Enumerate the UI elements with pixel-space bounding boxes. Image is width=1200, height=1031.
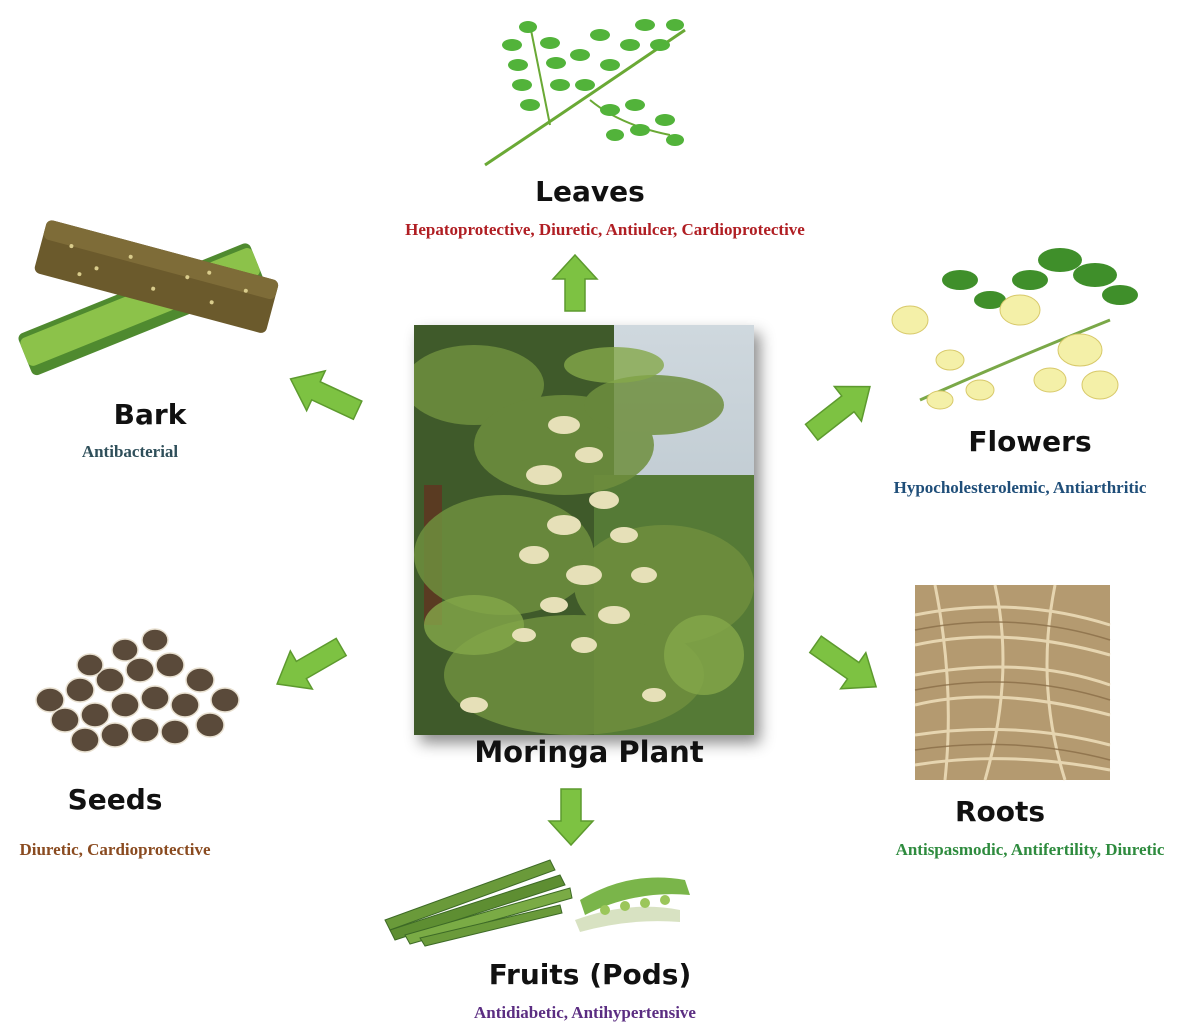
bark-properties: Antibacterial (81, 442, 179, 461)
bark-image (18, 220, 279, 376)
leaves-image (484, 19, 686, 167)
arrow-to-fruits (547, 788, 595, 847)
leaves-title: Leaves (535, 175, 645, 208)
seeds-image (35, 628, 240, 753)
flowers-title: Flowers (968, 425, 1092, 458)
roots-image (914, 584, 1111, 781)
fruits-properties: Antidiabetic, Antihypertensive (474, 1003, 696, 1022)
fruits-image (384, 859, 690, 947)
center-label: Moringa Plant (474, 735, 704, 769)
arrow-to-bark (289, 369, 363, 421)
moringa-plant-photo (414, 325, 754, 735)
flowers-image (891, 248, 1138, 410)
arrow-to-roots (808, 635, 878, 690)
bark-title: Bark (113, 398, 187, 431)
arrow-to-seeds (276, 637, 348, 691)
flowers-properties: Hypocholesterolemic, Antiarthritic (893, 478, 1147, 497)
seeds-properties: Diuretic, Cardioprotective (19, 840, 211, 859)
seeds-title: Seeds (67, 783, 163, 816)
arrow-to-leaves (551, 253, 599, 312)
arrow-to-flowers (804, 385, 871, 442)
roots-title: Roots (954, 795, 1046, 828)
fruits-title: Fruits (Pods) (488, 958, 692, 991)
leaves-properties: Hepatoprotective, Diuretic, Antiulcer, C… (405, 220, 805, 239)
roots-properties: Antispasmodic, Antifertility, Diuretic (895, 840, 1165, 859)
